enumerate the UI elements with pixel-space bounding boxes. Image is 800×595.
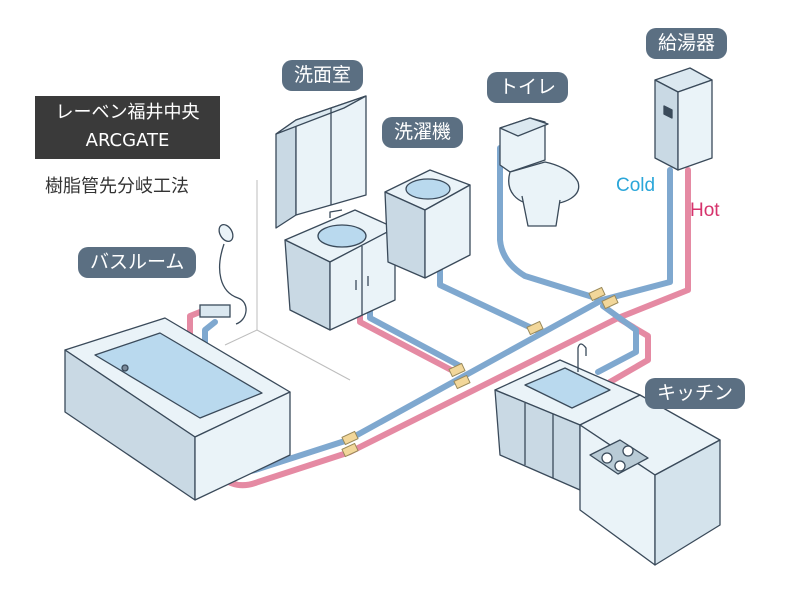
cold-kitchen-pipe	[595, 303, 639, 375]
label-washing-machine: 洗濯機	[382, 117, 464, 148]
heater-front	[654, 79, 679, 171]
shower-hose	[218, 243, 247, 325]
room-wall-lines	[224, 180, 351, 381]
washing-machine	[384, 169, 471, 279]
burner	[601, 452, 613, 464]
faucet	[329, 209, 343, 218]
joint	[341, 442, 359, 458]
kitchen-sink	[524, 367, 611, 409]
toilet-base	[521, 195, 561, 227]
shower-head	[218, 223, 234, 243]
label-bathroom: バスルーム	[78, 247, 197, 278]
burner	[622, 445, 634, 457]
toilet-bowl	[508, 161, 580, 206]
shower	[199, 223, 247, 325]
label-washroom: 洗面室	[282, 60, 364, 91]
label-kitchen: キッチン	[645, 378, 746, 409]
legend-hot: Hot	[690, 200, 720, 221]
label-water-heater: 給湯器	[646, 28, 728, 59]
washer-side	[424, 184, 471, 279]
mirror-cabinet-top	[275, 95, 367, 135]
burner	[614, 460, 626, 472]
washer-drum-opening	[405, 178, 451, 200]
bathtub-drain	[121, 364, 129, 372]
subtitle: 樹脂管先分岐工法	[45, 176, 189, 197]
pipe-joints	[341, 286, 619, 458]
bathtub-basin	[94, 332, 263, 419]
joint	[526, 320, 544, 336]
mirror-cabinet-side	[275, 119, 297, 229]
toilet	[499, 117, 580, 227]
sink-basin	[317, 224, 367, 248]
shower-mixer	[199, 304, 231, 318]
cold-washer-pipe	[437, 267, 543, 335]
joint	[341, 430, 359, 446]
washroom-vanity	[275, 95, 396, 331]
legend-cold: Cold	[616, 175, 656, 196]
joint	[601, 294, 619, 310]
water-heater	[654, 67, 713, 171]
bathtub-side	[194, 391, 291, 501]
toilet-tank-top	[499, 117, 549, 137]
kitchen-island-side	[654, 439, 721, 566]
title-line1: レーベン福井中央	[55, 102, 200, 123]
joint	[588, 286, 606, 302]
kitchen-counter	[494, 343, 721, 566]
kitchen-stove	[589, 439, 649, 475]
label-toilet: トイレ	[487, 72, 569, 103]
title-line2: ARCGATE	[85, 130, 170, 151]
heater-side	[677, 79, 713, 171]
bathtub	[64, 317, 291, 501]
joint	[448, 362, 466, 378]
heater-vent	[663, 105, 673, 119]
title-box: レーベン福井中央 ARCGATE	[35, 96, 220, 159]
kitchen-faucet	[577, 343, 587, 372]
cold-toilet-pipe	[497, 145, 599, 301]
joint	[453, 374, 471, 390]
